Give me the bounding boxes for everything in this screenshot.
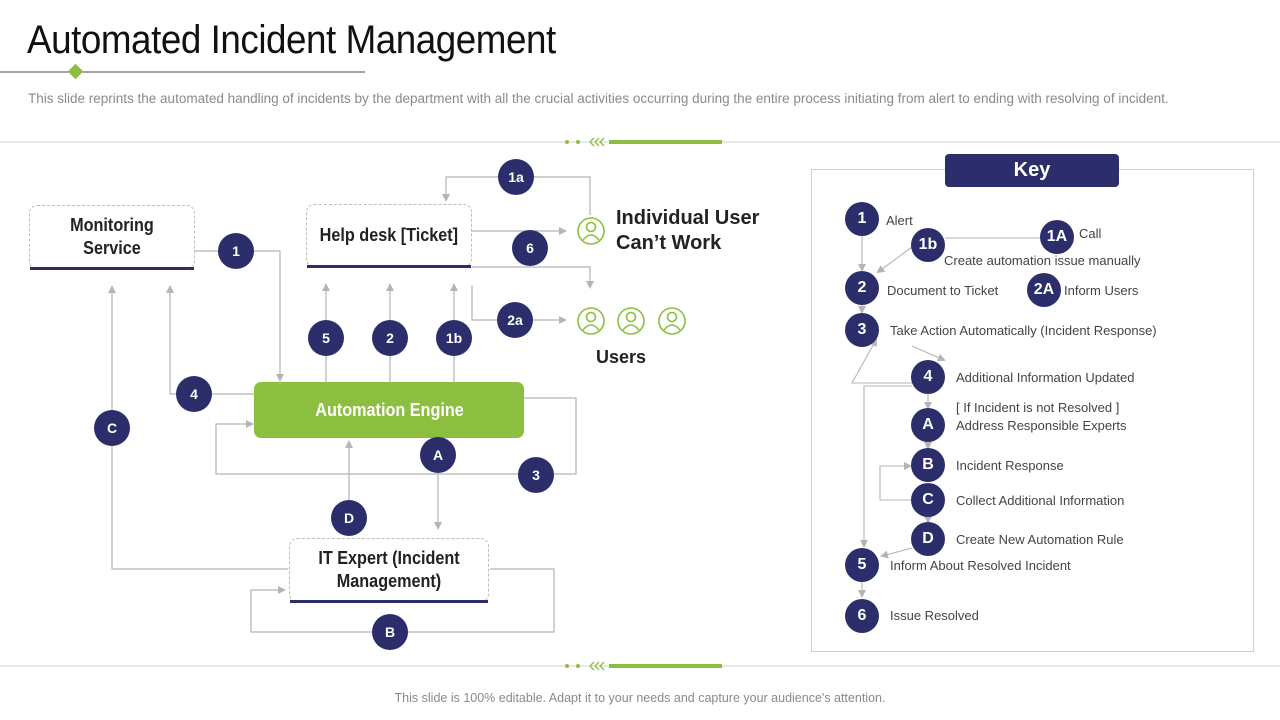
key-label-updated: Additional Information Updated (956, 370, 1135, 385)
key-badge-6: 6 (845, 599, 879, 633)
step-badge-2a: 2a (497, 302, 533, 338)
key-badge-1: 1 (845, 202, 879, 236)
key-label-new-rule: Create New Automation Rule (956, 532, 1124, 547)
step-badge-4: 4 (176, 376, 212, 412)
key-badge-b: B (911, 448, 945, 482)
automation-engine-box: Automation Engine (254, 382, 524, 438)
key-label-call: Call (1079, 226, 1102, 241)
users-label: Users (596, 347, 647, 367)
key-badge-5: 5 (845, 548, 879, 582)
key-badge-d: D (911, 522, 945, 556)
page-title: Automated Incident Management (27, 18, 556, 62)
key-label-inform-users: Inform Users (1064, 283, 1139, 298)
key-label-manual: Create automation issue manually (944, 253, 1141, 268)
key-label-response: Incident Response (956, 458, 1064, 473)
individual-user-label: Individual User Can’t Work (616, 207, 760, 254)
key-label-action: Take Action Automatically (Incident Resp… (890, 323, 1157, 338)
step-badge-1: 1 (218, 233, 254, 269)
step-badge-c: C (94, 410, 130, 446)
key-badge-2: 2 (845, 271, 879, 305)
key-label-experts: Address Responsible Experts (956, 418, 1127, 433)
footer-note: This slide is 100% editable. Adapt it to… (394, 691, 886, 705)
step-badge-3: 3 (518, 457, 554, 493)
automation-engine-label: Automation Engine (314, 399, 464, 420)
step-badge-2: 2 (372, 320, 408, 356)
step-badge-1a: 1a (498, 159, 534, 195)
key-label-alert: Alert (886, 213, 913, 228)
key-badge-c: C (911, 483, 945, 517)
step-badge-5: 5 (308, 320, 344, 356)
step-badge-a: A (420, 437, 456, 473)
helpdesk-label: Help desk [Ticket] (319, 225, 459, 245)
it-expert-label: IT Expert (Incident Management) (318, 548, 460, 591)
step-badge-6: 6 (512, 230, 548, 266)
helpdesk-box: Help desk [Ticket] (306, 204, 472, 268)
monitoring-service-box: Monitoring Service (29, 205, 195, 270)
title-diamond (67, 63, 84, 80)
key-label-not-resolved: [ If Incident is not Resolved ] (956, 400, 1120, 415)
key-label-collect: Collect Additional Information (956, 493, 1125, 508)
page-subtitle: This slide reprints the automated handli… (28, 91, 1169, 106)
monitoring-service-label: Monitoring Service (70, 215, 154, 258)
it-expert-box: IT Expert (Incident Management) (289, 538, 489, 603)
step-badge-d: D (331, 500, 367, 536)
step-badge-1b: 1b (436, 320, 472, 356)
key-badge-1a: 1A (1040, 220, 1074, 254)
key-badge-a: A (911, 408, 945, 442)
key-label-ticket: Document to Ticket (887, 283, 999, 298)
key-badge-2a: 2A (1027, 273, 1061, 307)
key-heading: Key (945, 154, 1119, 187)
key-badge-3: 3 (845, 313, 879, 347)
step-badge-b: B (372, 614, 408, 650)
key-label-inform-resolved: Inform About Resolved Incident (890, 558, 1071, 573)
key-badge-4: 4 (911, 360, 945, 394)
key-label-resolved: Issue Resolved (890, 608, 979, 623)
key-badge-1b: 1b (911, 228, 945, 262)
